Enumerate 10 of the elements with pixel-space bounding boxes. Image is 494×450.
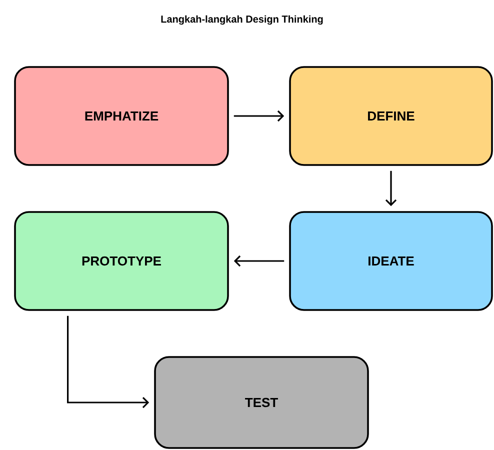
arrow bbox=[234, 255, 284, 267]
arrow bbox=[67, 316, 150, 408]
process-box: TEST bbox=[154, 356, 369, 449]
process-box: IDEATE bbox=[289, 211, 493, 311]
title: Langkah-langkah Design Thinking bbox=[161, 15, 323, 25]
arrow bbox=[385, 170, 397, 206]
process-box: EMPHATIZE bbox=[14, 66, 229, 166]
process-box: PROTOTYPE bbox=[14, 211, 229, 311]
arrow bbox=[234, 110, 284, 122]
process-box: DEFINE bbox=[289, 66, 493, 166]
